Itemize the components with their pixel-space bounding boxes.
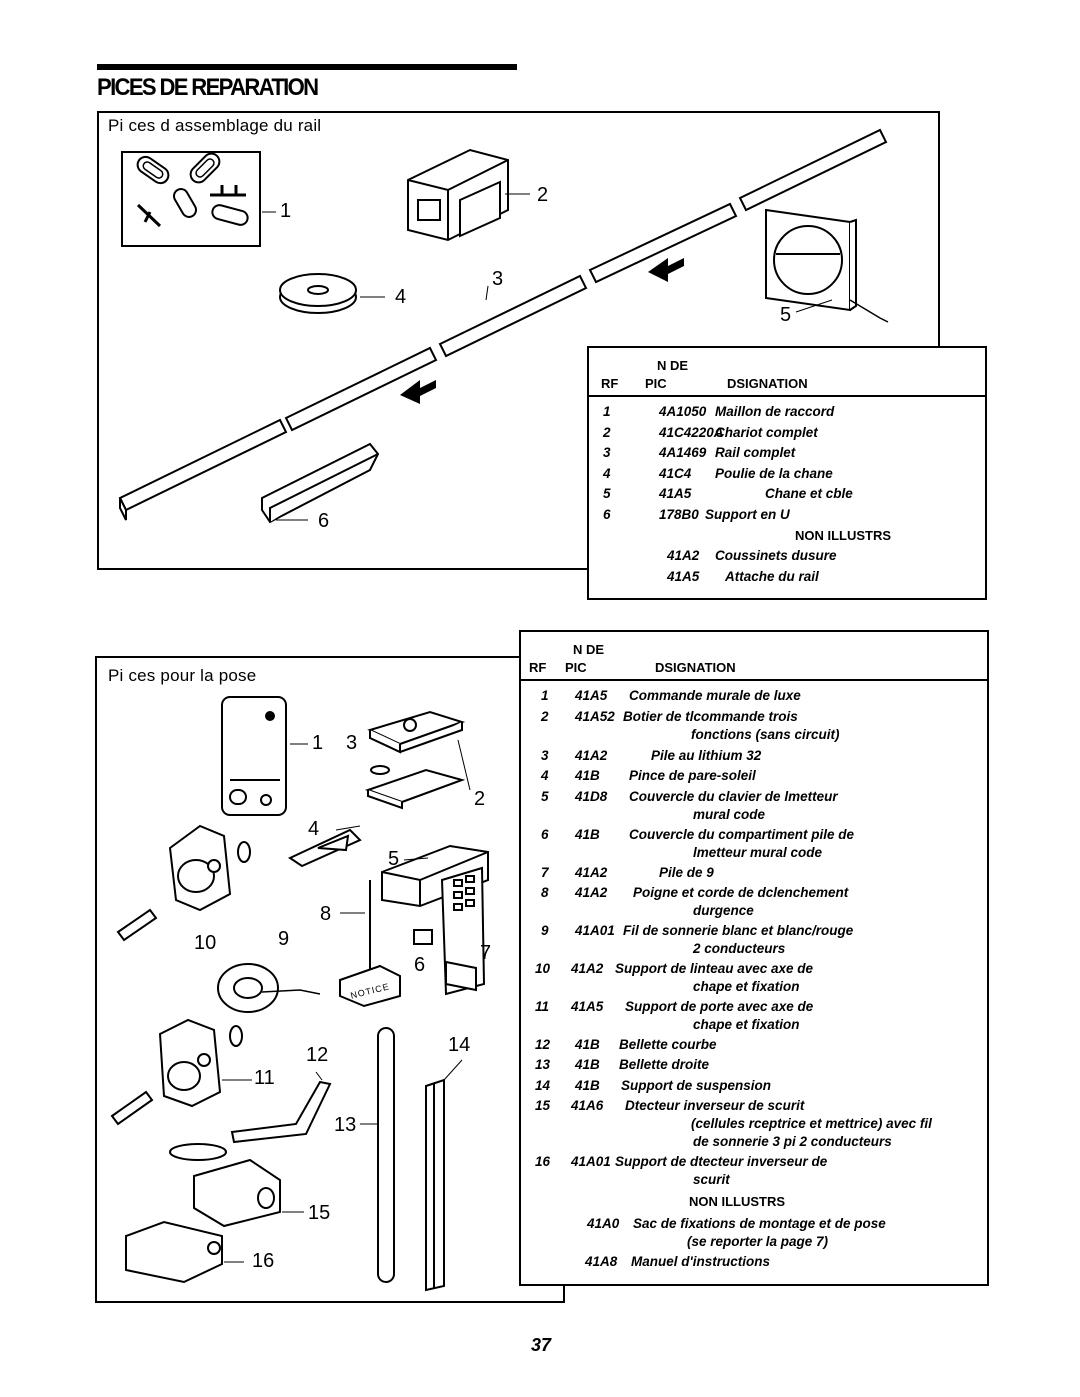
- install-callout-3: 3: [346, 732, 358, 754]
- table-header-no: N DE: [573, 642, 605, 657]
- table-header-no: N DE: [657, 358, 689, 373]
- install-callout-11: 11: [254, 1067, 275, 1089]
- rail-callout-4: 4: [395, 286, 407, 308]
- rail-callout-3: 3: [492, 268, 504, 290]
- rail-callout-6: 6: [318, 510, 330, 532]
- install-callout-13: 13: [334, 1114, 357, 1136]
- not-shown-label: NON ILLUSTRS: [795, 528, 892, 543]
- install-callout-7: 7: [480, 942, 492, 964]
- install-callout-16: 16: [252, 1250, 275, 1272]
- install-callout-12: 12: [306, 1044, 329, 1066]
- install-callout-6: 6: [414, 954, 426, 976]
- table-header-ref: RF: [529, 660, 547, 675]
- not-shown-label: NON ILLUSTRS: [689, 1194, 786, 1209]
- rail-callout-5: 5: [780, 304, 792, 326]
- install-callout-4: 4: [308, 818, 320, 840]
- install-callout-15: 15: [308, 1202, 331, 1224]
- install-section-title: Pi ces pour la pose: [108, 666, 257, 685]
- table-header-desc: DSIGNATION: [727, 376, 808, 391]
- install-callout-9: 9: [278, 928, 290, 950]
- header-rule: [97, 64, 517, 70]
- rail-callout-2: 2: [537, 184, 549, 206]
- rail-section-title: Pi ces d assemblage du rail: [108, 116, 322, 135]
- table-header-part: PIC: [565, 660, 587, 675]
- install-callout-5: 5: [388, 848, 400, 870]
- table-header-ref: RF: [601, 376, 619, 391]
- install-callout-10: 10: [194, 932, 217, 954]
- install-callout-8: 8: [320, 903, 332, 925]
- page-title: PICES DE REPARATION: [97, 74, 319, 101]
- install-callout-14: 14: [448, 1034, 471, 1056]
- rail-callout-1: 1: [280, 200, 292, 222]
- install-callout-1: 1: [312, 732, 324, 754]
- table-header-desc: DSIGNATION: [655, 660, 736, 675]
- page-number: 37: [531, 1335, 552, 1355]
- install-callout-2: 2: [474, 788, 486, 810]
- table-header-part: PIC: [645, 376, 667, 391]
